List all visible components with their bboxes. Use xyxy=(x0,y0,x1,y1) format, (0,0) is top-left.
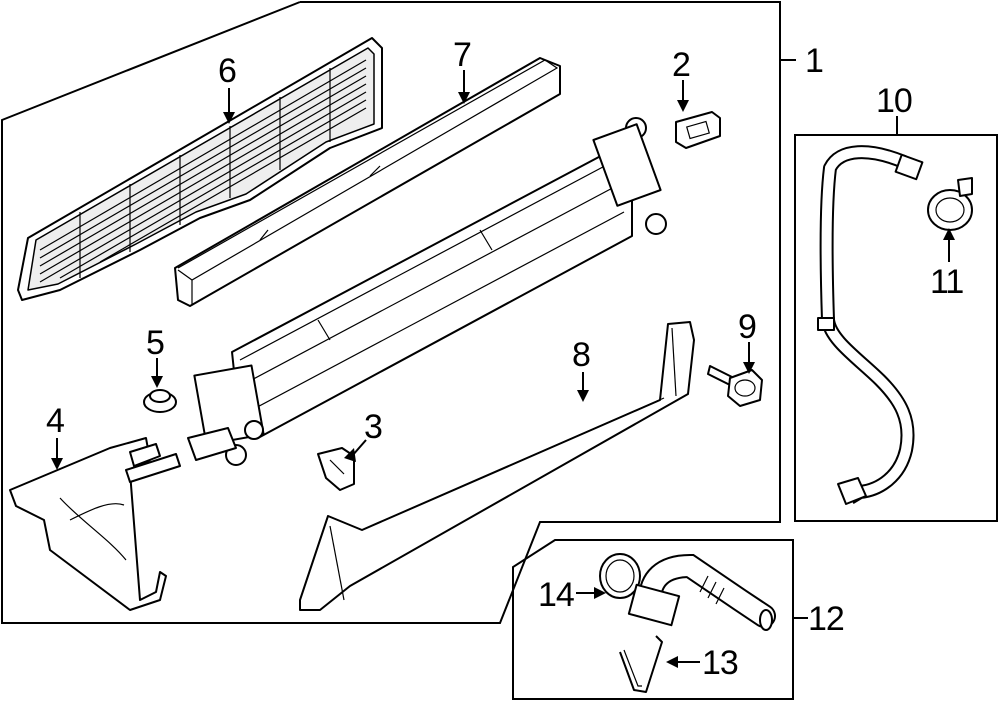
arrow-14 xyxy=(594,587,606,599)
group-1-frame xyxy=(1,1,781,624)
radiator-icon[interactable] xyxy=(187,117,667,466)
callout-8: 8 xyxy=(572,336,590,374)
side-baffle-icon[interactable] xyxy=(9,437,181,611)
callout-6: 6 xyxy=(218,52,236,90)
callout-9: 9 xyxy=(738,308,756,346)
callout-1: 1 xyxy=(805,42,823,80)
callout-13: 13 xyxy=(702,644,738,682)
callout-5: 5 xyxy=(146,324,164,362)
retainer-clip-icon[interactable] xyxy=(619,635,663,693)
arrow-6 xyxy=(223,112,235,124)
lower-deflector-icon[interactable] xyxy=(299,321,695,611)
arrow-2 xyxy=(677,100,689,112)
arrow-3 xyxy=(344,448,356,462)
callout-14: 14 xyxy=(538,576,574,614)
callout-11: 11 xyxy=(930,263,963,301)
arrow-11 xyxy=(943,228,955,240)
upper-seal-icon[interactable] xyxy=(174,57,561,307)
clamp-icon[interactable] xyxy=(927,177,973,231)
callout-2: 2 xyxy=(672,46,690,84)
callout-4: 4 xyxy=(46,402,64,440)
clip-icon[interactable] xyxy=(675,111,721,149)
outlet-pipe-icon[interactable] xyxy=(627,553,776,631)
callout-10: 10 xyxy=(876,82,912,120)
callout-7: 7 xyxy=(453,36,471,74)
arrow-4 xyxy=(51,458,63,470)
callout-3: 3 xyxy=(364,408,382,446)
callout-12: 12 xyxy=(808,600,844,638)
arrow-9 xyxy=(743,362,755,374)
bolt-icon[interactable] xyxy=(707,365,763,407)
o-ring-icon[interactable] xyxy=(599,553,641,599)
arrow-5 xyxy=(151,376,163,388)
group-12-frame xyxy=(512,539,794,700)
air-deflector-shield-icon[interactable] xyxy=(17,37,383,301)
hose-icon[interactable] xyxy=(817,145,924,505)
isolator-icon[interactable] xyxy=(143,389,177,413)
arrow-13 xyxy=(666,656,678,668)
arrow-8 xyxy=(577,390,589,402)
arrow-7 xyxy=(458,92,470,104)
clip-icon-3[interactable] xyxy=(317,447,355,491)
